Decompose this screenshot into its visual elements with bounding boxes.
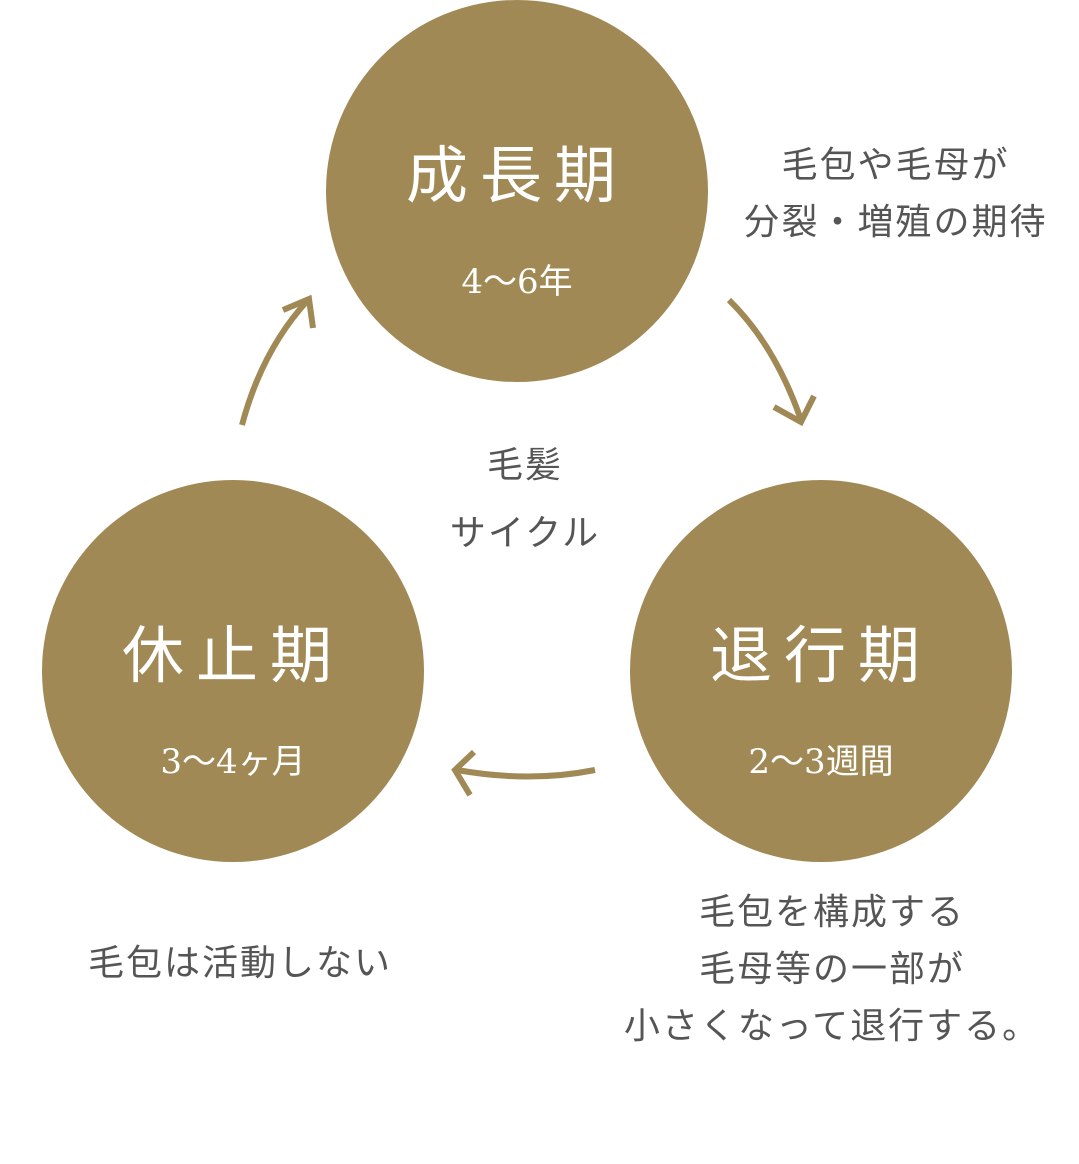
- phase-name: 成長期: [405, 139, 628, 212]
- description-line: 毛包を構成する: [698, 892, 965, 933]
- arrow-growth-to-regression: [726, 297, 817, 427]
- phase-duration: 3〜4ヶ月: [160, 742, 306, 782]
- phase-circle-regression: 退行期 2〜3週間: [630, 480, 1012, 862]
- regression-description: 毛包を構成する 毛母等の一部が 小さくなって退行する。: [585, 884, 1079, 1055]
- description-line: 毛包や毛母が: [781, 145, 1010, 186]
- rest-description: 毛包は活動しない: [40, 935, 440, 992]
- center-label-line: サイクル: [449, 513, 601, 554]
- description-line: 毛母等の一部が: [698, 949, 965, 990]
- description-line: 小さくなって退行する。: [623, 1006, 1041, 1047]
- center-label-line: 毛髪: [486, 445, 563, 486]
- description-line: 毛包は活動しない: [87, 943, 392, 984]
- phase-circle-rest: 休止期 3〜4ヶ月: [42, 480, 424, 862]
- description-line: 分裂・増殖の期待: [743, 202, 1048, 243]
- phase-duration: 4〜6年: [461, 262, 573, 302]
- growth-description: 毛包や毛母が 分裂・増殖の期待: [712, 137, 1079, 251]
- phase-duration: 2〜3週間: [748, 742, 894, 782]
- phase-name: 退行期: [709, 619, 932, 692]
- arrow-rest-to-growth: [239, 294, 316, 426]
- phase-circle-growth: 成長期 4〜6年: [326, 0, 708, 382]
- center-label: 毛髪 サイクル: [420, 432, 630, 568]
- phase-name: 休止期: [121, 619, 344, 692]
- arrow-regression-to-rest: [451, 749, 596, 797]
